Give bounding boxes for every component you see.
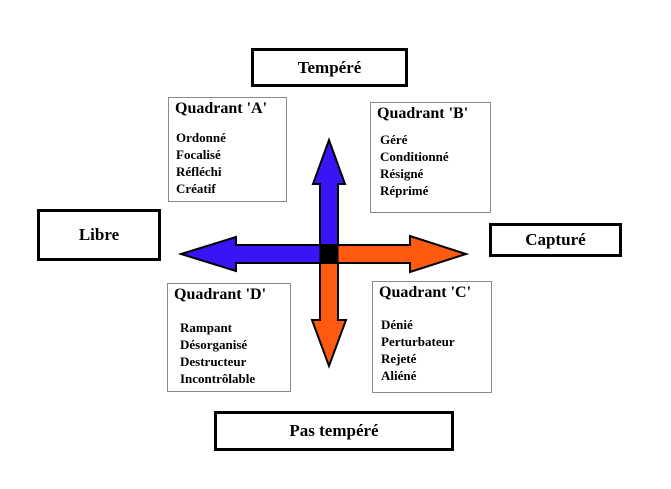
center-square xyxy=(319,245,339,264)
list-item: Perturbateur xyxy=(381,334,455,349)
arrow-left xyxy=(177,235,322,273)
list-item: Aliéné xyxy=(381,368,417,383)
list-item: Géré xyxy=(380,132,408,147)
list-item: Réprimé xyxy=(380,183,429,198)
list-item: Réfléchi xyxy=(176,164,222,179)
list-item: Créatif xyxy=(176,181,216,196)
quadrant-d-list: Rampant Désorganisé Destructeur Incontrô… xyxy=(180,319,255,387)
quadrant-a: Quadrant 'A' Ordonné Focalisé Réfléchi C… xyxy=(168,97,287,202)
list-item: Focalisé xyxy=(176,147,221,162)
list-item: Rampant xyxy=(180,320,233,335)
list-item: Incontrôlable xyxy=(180,371,256,386)
list-item: Ordonné xyxy=(176,130,226,145)
list-item: Résigné xyxy=(380,166,424,181)
quadrant-b: Quadrant 'B' Géré Conditionné Résigné Ré… xyxy=(370,102,491,213)
quadrant-a-list: Ordonné Focalisé Réfléchi Créatif xyxy=(176,129,226,197)
quadrant-d-title: Quadrant 'D' xyxy=(174,286,267,303)
list-item: Rejeté xyxy=(381,351,417,366)
arrow-down xyxy=(310,262,348,369)
arrow-right xyxy=(336,234,470,274)
quadrant-c-list: Dénié Perturbateur Rejeté Aliéné xyxy=(381,316,455,384)
quadrant-b-title: Quadrant 'B' xyxy=(377,105,469,122)
axis-label-bottom: Pas tempéré xyxy=(214,411,454,451)
list-item: Conditionné xyxy=(380,149,449,164)
axis-label-top: Tempéré xyxy=(251,48,408,87)
quadrant-c-title: Quadrant 'C' xyxy=(379,284,472,301)
arrow-up xyxy=(311,137,347,246)
axis-label-left: Libre xyxy=(37,209,161,261)
quadrant-a-title: Quadrant 'A' xyxy=(175,100,268,117)
axis-label-right: Capturé xyxy=(489,223,622,257)
quadrant-c: Quadrant 'C' Dénié Perturbateur Rejeté A… xyxy=(372,281,492,393)
quadrant-b-list: Géré Conditionné Résigné Réprimé xyxy=(380,131,449,199)
list-item: Désorganisé xyxy=(180,337,248,352)
list-item: Destructeur xyxy=(180,354,247,369)
list-item: Dénié xyxy=(381,317,413,332)
quadrant-d: Quadrant 'D' Rampant Désorganisé Destruc… xyxy=(167,283,291,392)
